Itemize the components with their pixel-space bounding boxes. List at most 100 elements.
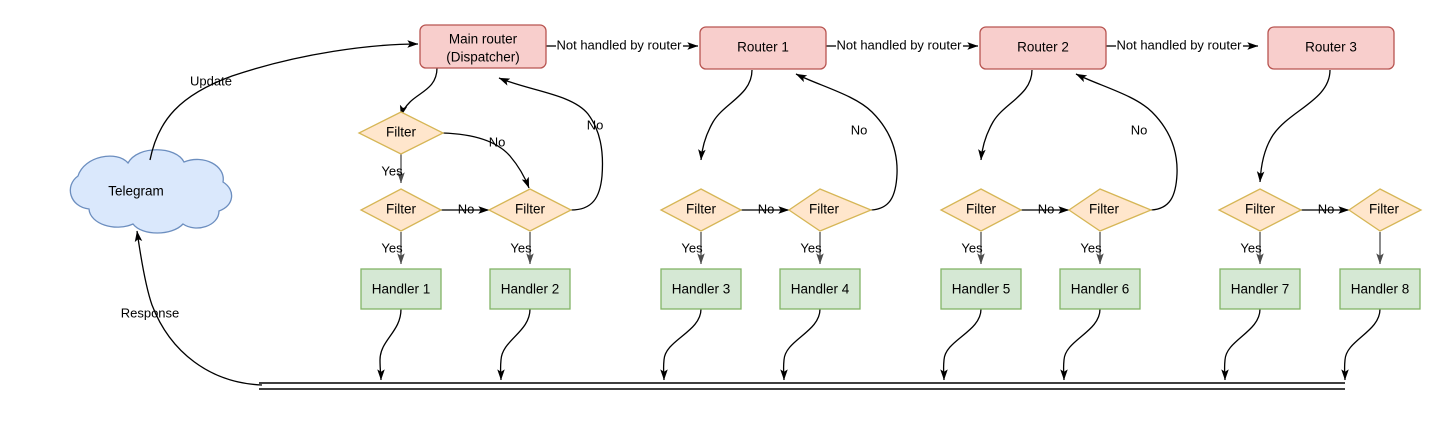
handler-node-4[interactable]: Handler 4 [779, 268, 861, 310]
edge-dispatcher-to-filter-0 [399, 67, 438, 117]
no-label-5: No [1038, 201, 1055, 216]
router-2-box [979, 26, 1107, 70]
filter-node-8[interactable]: Filter [1347, 188, 1423, 232]
handler-5-box [940, 268, 1022, 310]
edge-handler-1-to-bus [377, 308, 402, 381]
handler-node-3[interactable]: Handler 3 [660, 268, 742, 310]
handler-5-label: Handler 5 [952, 282, 1011, 297]
not-handled-label-1: Not handled by router [836, 37, 962, 52]
filter-node-1[interactable]: Filter [359, 188, 443, 232]
handler-node-1[interactable]: Handler 1 [360, 268, 442, 310]
filter-node-7[interactable]: Filter [1217, 188, 1303, 232]
edge-update: Update [149, 40, 419, 161]
edge-filter-0-no-to-filter-1 [442, 132, 530, 189]
yes-label-5: Yes [961, 240, 983, 255]
filter-1-label: Filter [386, 202, 417, 217]
filter-2-label: Filter [515, 202, 546, 217]
router-main-box [419, 24, 547, 69]
edge-router1-to-filter [698, 69, 753, 161]
router-main-label-line1: Main router [449, 32, 518, 47]
filter-1-diamond [359, 188, 443, 232]
handler-node-5[interactable]: Handler 5 [940, 268, 1022, 310]
no-label-0: No [489, 134, 506, 149]
filter-6-diamond [1067, 188, 1153, 232]
handler-7-box [1219, 268, 1301, 310]
handler-6-label: Handler 6 [1071, 282, 1130, 297]
router-node-main[interactable]: Main router (Dispatcher) [419, 24, 547, 69]
no-label-3: No [758, 201, 775, 216]
handler-7-label: Handler 7 [1231, 282, 1290, 297]
filter-4-diamond [787, 188, 873, 232]
router-1-box [699, 26, 827, 70]
edge-filter-2-no-to-dispatcher [498, 77, 604, 211]
filter-7-label: Filter [1245, 202, 1276, 217]
filter-node-2[interactable]: Filter [487, 188, 573, 232]
edge-router3-to-filter [1256, 69, 1331, 183]
edge-handler-6-to-bus [1060, 308, 1101, 381]
yes-label-1: Yes [381, 240, 403, 255]
filter-node-6[interactable]: Filter [1067, 188, 1153, 232]
router-3-label: Router 3 [1305, 40, 1357, 55]
handler-node-7[interactable]: Handler 7 [1219, 268, 1301, 310]
router-chain-links: Not handled by router Not handled by rou… [546, 37, 1259, 52]
router-2-label: Router 2 [1017, 40, 1069, 55]
handler-4-label: Handler 4 [791, 282, 850, 297]
yes-label-0: Yes [381, 163, 403, 178]
filter-node-5[interactable]: Filter [939, 188, 1023, 232]
handler-2-label: Handler 2 [501, 282, 560, 297]
filter-3-label: Filter [686, 202, 717, 217]
router-node-3[interactable]: Router 3 [1267, 26, 1395, 70]
handler-8-label: Handler 8 [1351, 282, 1410, 297]
handler-1-label: Handler 1 [372, 282, 431, 297]
router-main-label-line2: (Dispatcher) [446, 50, 520, 65]
router-node-2[interactable]: Router 2 [979, 26, 1107, 70]
handler-node-2[interactable]: Handler 2 [489, 268, 571, 310]
update-label: Update [190, 73, 232, 88]
telegram-label: Telegram [108, 184, 164, 199]
router-1-label: Router 1 [737, 40, 789, 55]
handler-6-box [1059, 268, 1141, 310]
edge-handler-8-to-bus [1341, 308, 1381, 381]
filter-node-3[interactable]: Filter [659, 188, 743, 232]
filter-8-diamond [1347, 188, 1423, 232]
edge-handler-5-to-bus [940, 308, 982, 381]
no-label-7: No [1318, 201, 1335, 216]
handler-2-box [489, 268, 571, 310]
cloud-icon [69, 149, 233, 234]
edge-router2-to-filter [978, 69, 1033, 161]
edge-filter-4-no-to-router1 [795, 73, 898, 211]
filter-3-diamond [659, 188, 743, 232]
yes-label-4: Yes [800, 240, 822, 255]
filter-node-0[interactable]: Filter [357, 111, 445, 155]
telegram-cloud-node[interactable]: Telegram [69, 149, 233, 234]
handler-4-box [779, 268, 861, 310]
no-label-1: No [458, 201, 475, 216]
not-handled-label-0: Not handled by router [556, 37, 682, 52]
yes-label-6: Yes [1080, 240, 1102, 255]
update-arrow [149, 40, 419, 161]
edge-handler-7-to-bus [1221, 308, 1261, 381]
no-label-4: No [851, 122, 868, 137]
handler-1-box [360, 268, 442, 310]
handler-3-box [660, 268, 742, 310]
not-handled-label-2: Not handled by router [1116, 37, 1242, 52]
filter-7-diamond [1217, 188, 1303, 232]
handler-node-8[interactable]: Handler 8 [1339, 268, 1421, 310]
filter-5-diamond [939, 188, 1023, 232]
edge-handler-2-to-bus [497, 308, 531, 381]
filter-8-label: Filter [1369, 202, 1400, 217]
response-bus [259, 382, 1345, 390]
filter-node-4[interactable]: Filter [787, 188, 873, 232]
edge-handler-3-to-bus [660, 308, 702, 381]
handler-node-6[interactable]: Handler 6 [1059, 268, 1141, 310]
yes-label-7: Yes [1240, 240, 1262, 255]
filter-2-diamond [487, 188, 573, 232]
router-3-box [1267, 26, 1395, 70]
filter-4-label: Filter [809, 202, 840, 217]
router-node-1[interactable]: Router 1 [699, 26, 827, 70]
no-label-2: No [587, 117, 604, 132]
edge-response: Response [121, 230, 263, 386]
edge-handler-4-to-bus [780, 308, 821, 381]
